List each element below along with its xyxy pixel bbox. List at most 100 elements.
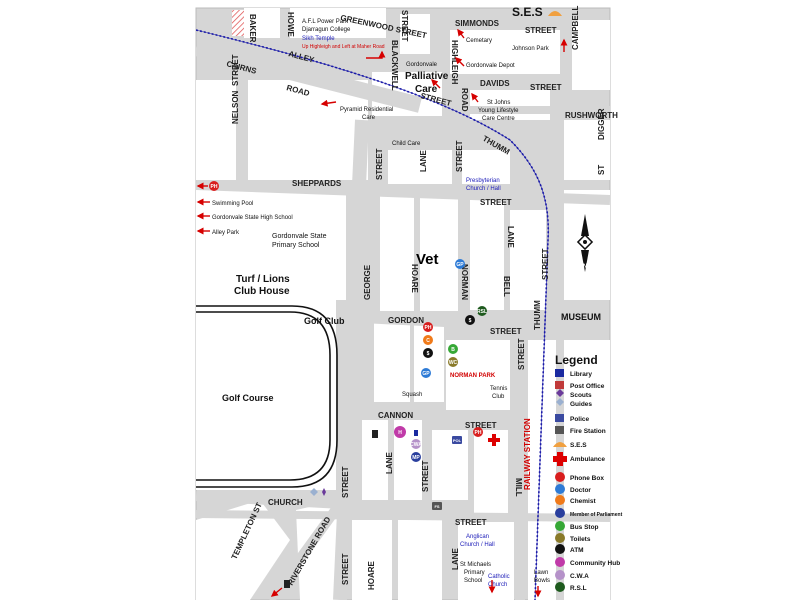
library-icon bbox=[555, 369, 564, 377]
legend-item-fire-station: Fire Station bbox=[555, 426, 606, 435]
street-label: LANE bbox=[419, 150, 428, 172]
legend-label: Member of Parliament bbox=[570, 512, 623, 518]
svg-text:FS: FS bbox=[434, 504, 439, 509]
street-label: CHURCH bbox=[268, 498, 303, 507]
bus-stop-icon bbox=[555, 521, 565, 531]
svg-text:H: H bbox=[398, 430, 402, 436]
turf-lions-label: Turf / Lions bbox=[236, 274, 290, 285]
tennis-club-label: Tennis bbox=[490, 386, 507, 392]
legend-label: C.W.A bbox=[570, 573, 589, 580]
legend-label: Phone Box bbox=[570, 475, 604, 482]
legend-item-cwa: C.W.A bbox=[555, 570, 589, 580]
st-michaels-label: School bbox=[464, 578, 482, 584]
johnson-park-label: Johnson Park bbox=[512, 46, 550, 52]
svg-text:$: $ bbox=[469, 318, 472, 324]
catholic-church-label: Church bbox=[488, 582, 507, 588]
street-label: STREET bbox=[490, 327, 522, 336]
place-labels: S.E.S A.F.L Power Park Djarragun College… bbox=[212, 5, 601, 588]
legend-label: S.E.S bbox=[570, 442, 587, 449]
atm-icon bbox=[555, 544, 565, 554]
golf-club-label: Golf Club bbox=[304, 316, 345, 326]
library-icon bbox=[414, 430, 418, 436]
street-label: SHEPPARDS bbox=[292, 179, 342, 188]
legend-item-community-hub: Community Hub bbox=[555, 557, 620, 567]
post-office-icon bbox=[555, 381, 564, 389]
street-label: STREET bbox=[455, 518, 487, 527]
anglican-label: Church / Hall bbox=[460, 542, 495, 548]
fire-station-icon bbox=[555, 426, 564, 434]
svg-text:PH: PH bbox=[475, 430, 482, 436]
street-label: DAVIDS bbox=[480, 79, 510, 88]
street-label: BELL bbox=[502, 276, 511, 297]
arrow-icon bbox=[431, 79, 441, 89]
legend-item-chemist: Chemist bbox=[555, 495, 596, 505]
legend-label: Post Office bbox=[570, 383, 605, 390]
golf-course-label: Golf Course bbox=[222, 393, 274, 403]
street-label: HOARE bbox=[367, 560, 376, 590]
legend-label: Library bbox=[570, 371, 592, 378]
sikh-direction-label: Up Highleigh and Left at Maher Road bbox=[302, 44, 385, 50]
street-label: LANE bbox=[506, 226, 515, 248]
svg-text:POL: POL bbox=[453, 438, 462, 443]
pyramid-label: Care bbox=[362, 115, 376, 121]
ambulance-icon bbox=[553, 452, 567, 466]
railway-station-label: RAILWAY STATION bbox=[523, 418, 532, 490]
street-label: HOWE bbox=[286, 12, 295, 38]
cwa-icon: CWA bbox=[410, 439, 422, 449]
primary-school-label: Gordonvale State bbox=[272, 233, 327, 240]
street-label: BLACKWELL bbox=[390, 40, 399, 91]
street-label: LANE bbox=[385, 452, 394, 474]
legend-item-ses: S.E.S bbox=[553, 442, 587, 449]
pyramid-label: Pyramid Residential bbox=[340, 107, 393, 113]
arrow-icon bbox=[366, 50, 386, 59]
st-johns-label: Young Lifestyle bbox=[478, 108, 519, 114]
afl-label: A.F.L Power Park bbox=[302, 19, 349, 25]
street-label: STREET bbox=[525, 26, 557, 35]
cwa-icon bbox=[555, 570, 565, 580]
svg-text:B: B bbox=[451, 347, 455, 353]
fuel-icon bbox=[372, 430, 378, 438]
arrow-icon bbox=[270, 587, 283, 597]
community-hub-icon: H bbox=[394, 426, 406, 438]
djarragun-label: Djarragun College bbox=[302, 27, 351, 33]
legend-label: Bus Stop bbox=[570, 524, 599, 531]
svg-text:RSL: RSL bbox=[477, 309, 487, 315]
guides-icon bbox=[310, 488, 318, 496]
road-network bbox=[196, 8, 610, 600]
legend-label: R.S.L bbox=[570, 585, 587, 592]
catholic-church-label: Catholic bbox=[488, 574, 510, 580]
street-label: HOARE bbox=[410, 264, 419, 294]
atm-icon: $ bbox=[423, 348, 433, 358]
north-arrow-icon: N bbox=[576, 214, 594, 272]
anglican-label: Anglican bbox=[466, 534, 489, 540]
legend-item-bus-stop: Bus Stop bbox=[555, 521, 599, 531]
gordonvale-depot-label: Gordonvale Depot bbox=[466, 63, 515, 69]
member-of-parliament-icon: MP bbox=[411, 452, 421, 462]
legend-item-rsl: R.S.L bbox=[555, 582, 587, 592]
street-label: THUMM bbox=[533, 300, 542, 330]
map-icons: PH GP $ RSL PH C $ B WC GP PH H CWA MP P… bbox=[209, 181, 500, 588]
svg-text:GP: GP bbox=[422, 371, 430, 377]
squash-label: Squash bbox=[402, 392, 422, 398]
legend-item-phone-box: Phone Box bbox=[555, 472, 604, 482]
street-label: STREET bbox=[400, 10, 409, 42]
legend-item-guides: Guides bbox=[556, 398, 592, 408]
street-label: ST bbox=[597, 165, 606, 175]
presbyterian-label: Church / Hall bbox=[466, 186, 501, 192]
phone-box-icon: PH bbox=[473, 427, 483, 437]
ambulance-icon bbox=[488, 434, 500, 446]
direction-arrows bbox=[196, 28, 568, 598]
svg-text:CWA: CWA bbox=[410, 442, 422, 448]
arrow-icon bbox=[320, 99, 337, 107]
svg-text:$: $ bbox=[427, 351, 430, 357]
legend-label: Guides bbox=[570, 401, 592, 408]
lawn-bowls-label: Lawn bbox=[534, 570, 548, 576]
legend-item-police: Police bbox=[555, 414, 590, 423]
street-label: NORMAN bbox=[460, 264, 469, 300]
police-icon bbox=[555, 414, 564, 422]
alley-park-label: Alley Park bbox=[212, 230, 240, 236]
rsl-icon bbox=[555, 582, 565, 592]
lawn-bowls-label: Bowls bbox=[534, 578, 550, 584]
